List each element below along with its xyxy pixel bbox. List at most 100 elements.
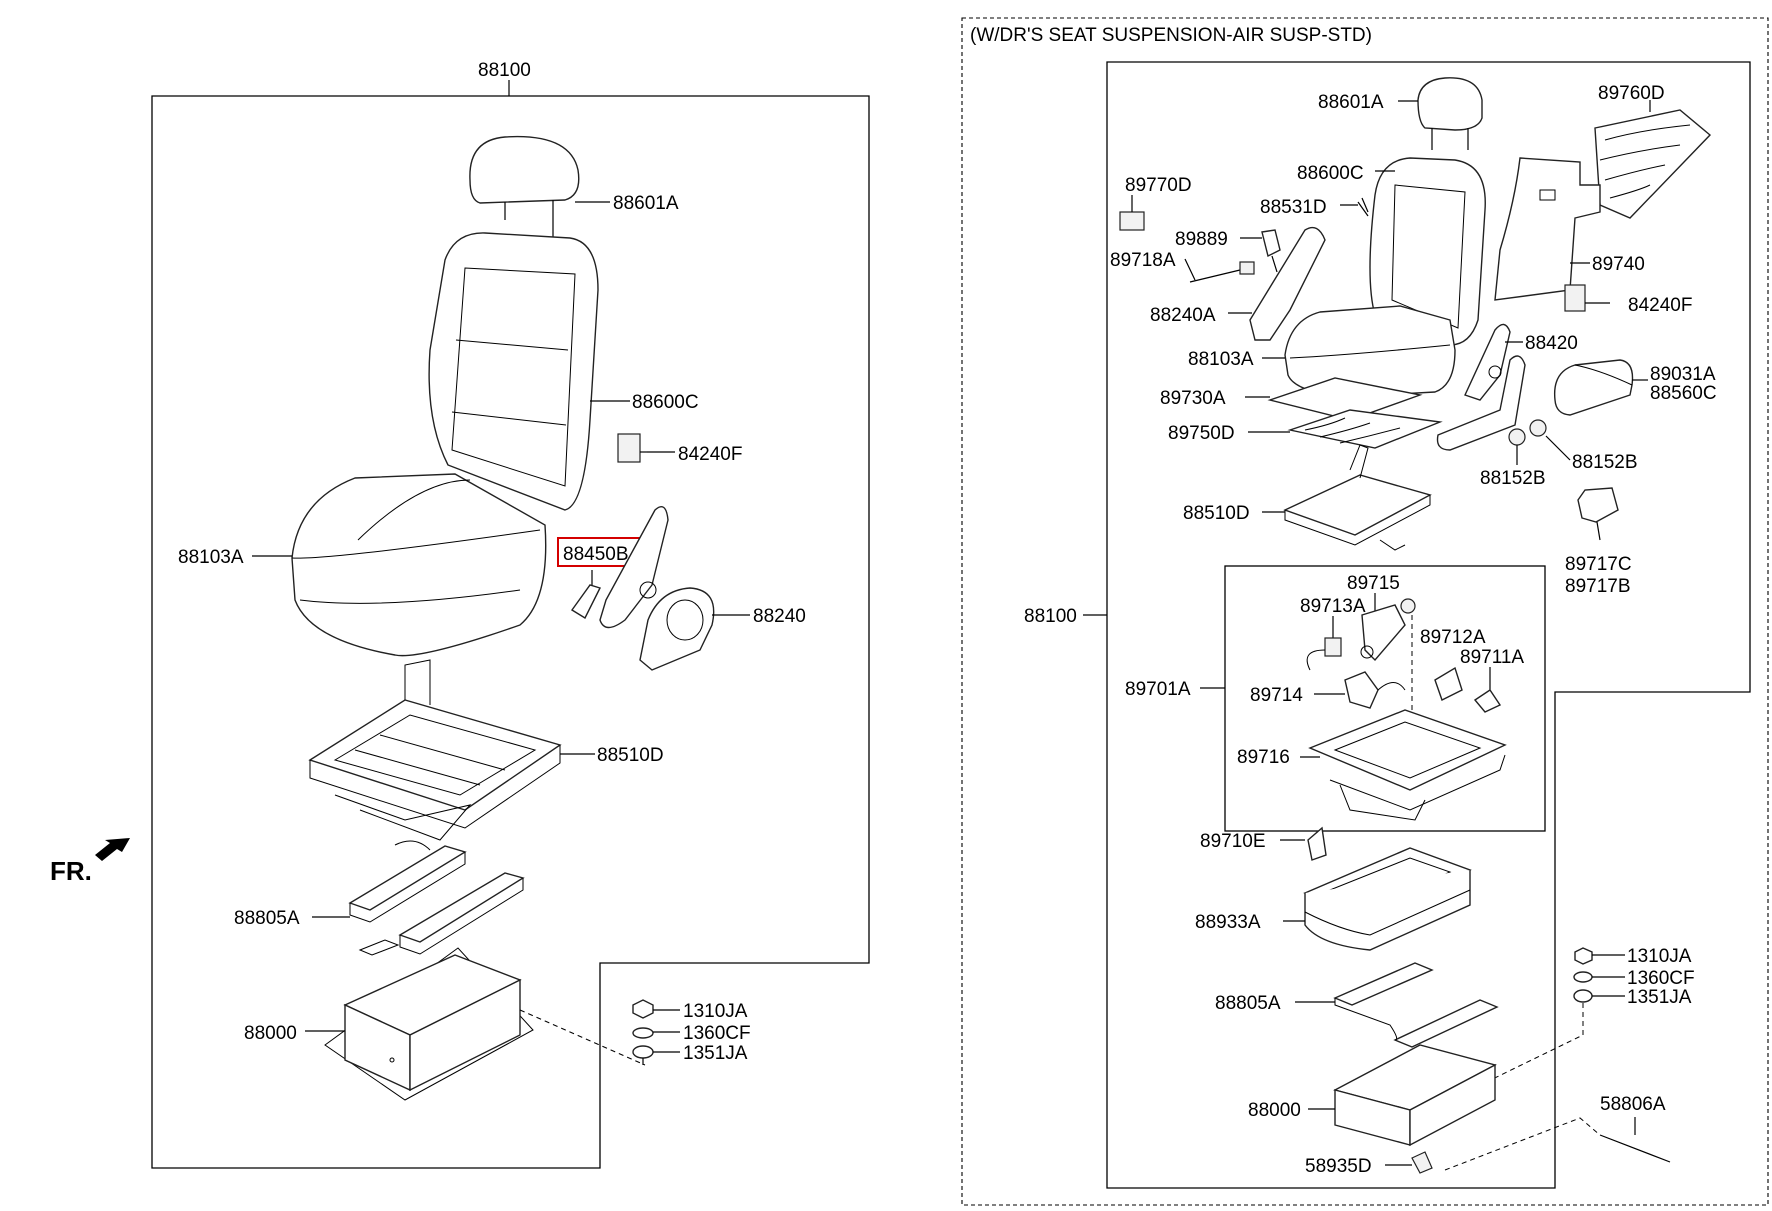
right-bracket-b-part xyxy=(1473,689,1502,713)
left-cushion-part xyxy=(291,473,547,657)
right-recliner-label: 88420 xyxy=(1525,333,1578,354)
right-headrest-part xyxy=(1417,77,1483,150)
left-switch-label: 84240F xyxy=(678,444,742,465)
right-knob-a-part xyxy=(1508,428,1526,446)
left-washer-label: 1360CF xyxy=(683,1023,751,1044)
left-base-part xyxy=(324,947,534,1101)
right-stud-label: 58935D xyxy=(1305,1156,1372,1177)
right-belt-label: 89889 xyxy=(1175,229,1228,250)
left-assembly: 88100 88601A 88600C 84240F xyxy=(50,60,870,1169)
right-assembly: (W/DR'S SEAT SUSPENSION-AIR SUSP-STD) 88… xyxy=(961,17,1769,1206)
front-marker-label: FR. xyxy=(50,856,92,886)
right-nut-part xyxy=(1574,947,1593,965)
right-cover-a-label: 88240A xyxy=(1150,305,1216,326)
left-cover-label: 88240 xyxy=(753,606,806,627)
right-clip-label: 89710E xyxy=(1200,831,1266,852)
right-base-part xyxy=(1333,1044,1497,1147)
left-seatback-part xyxy=(428,232,599,511)
left-nut-label: 1310JA xyxy=(683,1001,748,1022)
left-base-label: 88000 xyxy=(244,1023,297,1044)
right-seatback-label: 88600C xyxy=(1297,163,1364,184)
right-bracket-a-part xyxy=(1434,666,1463,701)
right-frame-label: 88510D xyxy=(1183,503,1250,524)
right-side-cover-part xyxy=(1436,355,1526,451)
right-frame-part xyxy=(1283,444,1432,551)
right-panel-label: 89740 xyxy=(1592,254,1645,275)
left-nut-part xyxy=(632,999,654,1019)
right-armrest-b-label: 88560C xyxy=(1650,383,1717,404)
right-bolt-label: 1351JA xyxy=(1627,987,1692,1008)
right-switch-b-label: 84240F xyxy=(1628,295,1692,316)
right-pin-part xyxy=(1357,197,1369,217)
right-panel-part xyxy=(1494,157,1601,301)
right-housing-part xyxy=(1303,847,1472,951)
right-valve-part xyxy=(1306,637,1342,671)
left-frame-label: 88510D xyxy=(597,745,664,766)
front-marker: FR. xyxy=(50,838,130,886)
right-heater-part xyxy=(1267,377,1423,421)
right-knob-b-label: 88152B xyxy=(1572,452,1638,473)
right-bracket-b-label: 89711A xyxy=(1460,647,1524,668)
right-base-frame-part xyxy=(1308,709,1507,821)
right-module-part xyxy=(1577,487,1619,541)
right-housing-label: 88933A xyxy=(1195,912,1261,933)
left-headrest-label: 88601A xyxy=(613,193,679,214)
left-assembly-label: 88100 xyxy=(478,60,531,81)
left-bolt-part xyxy=(632,1045,654,1065)
right-knob-a-label: 88152B xyxy=(1480,468,1546,489)
right-switch-a-part xyxy=(1119,211,1145,231)
right-rail-part xyxy=(1333,962,1499,1048)
right-knob-b-part xyxy=(1529,419,1547,437)
right-armrest-part xyxy=(1553,359,1634,416)
right-valve-label: 89713A xyxy=(1300,596,1366,617)
right-recliner-part xyxy=(1464,323,1511,401)
left-switch-part xyxy=(617,433,647,463)
right-stud-part xyxy=(1411,1151,1433,1174)
right-compressor-part xyxy=(1344,671,1406,709)
left-rail-part xyxy=(348,845,525,956)
left-lever-part xyxy=(570,506,669,629)
right-base-label: 88000 xyxy=(1248,1100,1301,1121)
right-armrest-a-label: 89031A xyxy=(1650,364,1716,385)
right-rod-label: 58806A xyxy=(1600,1094,1666,1115)
right-clip-part xyxy=(1307,826,1327,861)
left-lever-label: 88450B xyxy=(563,544,629,565)
right-belt-part xyxy=(1261,229,1281,273)
right-mat-label: 89750D xyxy=(1168,423,1235,444)
right-assembly-header: (W/DR'S SEAT SUSPENSION-AIR SUSP-STD) xyxy=(970,25,1372,46)
right-nut-label: 1310JA xyxy=(1627,946,1692,967)
right-headrest-label: 88601A xyxy=(1318,92,1384,113)
right-switch-b-part xyxy=(1564,284,1586,312)
right-seatback-part xyxy=(1369,157,1486,346)
right-assembly-outline xyxy=(1106,61,1751,1189)
right-cushion-part xyxy=(1284,305,1456,398)
left-frame-part xyxy=(308,659,562,851)
right-suspension-label: 89701A xyxy=(1125,679,1191,700)
right-mat-part xyxy=(1287,409,1443,449)
right-heater-label: 89730A xyxy=(1160,388,1226,409)
right-spring-part xyxy=(1360,598,1416,662)
right-assembly-label: 88100 xyxy=(1024,606,1077,627)
suspension-subassembly-box xyxy=(1224,565,1546,832)
right-washer-part xyxy=(1573,971,1593,983)
right-cushion-label: 88103A xyxy=(1188,349,1254,370)
right-base-frame-label: 89716 xyxy=(1237,747,1290,768)
right-washer-label: 1360CF xyxy=(1627,968,1695,989)
left-washer-part xyxy=(632,1027,654,1039)
right-cable-part xyxy=(1189,261,1255,283)
right-pin-label: 88531D xyxy=(1260,197,1327,218)
right-module-b-label: 89717B xyxy=(1565,576,1631,597)
left-cushion-label: 88103A xyxy=(178,547,244,568)
right-pad-part xyxy=(1594,109,1712,219)
right-bolt-part xyxy=(1573,989,1593,1003)
left-bolt-label: 1351JA xyxy=(683,1043,748,1064)
left-seatback-label: 88600C xyxy=(632,392,699,413)
right-module-a-label: 89717C xyxy=(1565,554,1632,575)
right-cable-label: 89718A xyxy=(1110,250,1176,271)
left-rail-label: 88805A xyxy=(234,908,300,929)
right-cover-a-part xyxy=(1249,226,1326,341)
left-cover-part xyxy=(639,587,715,671)
right-assembly-dashed-frame xyxy=(961,17,1769,1206)
right-bracket-a-label: 89712A xyxy=(1420,627,1486,648)
